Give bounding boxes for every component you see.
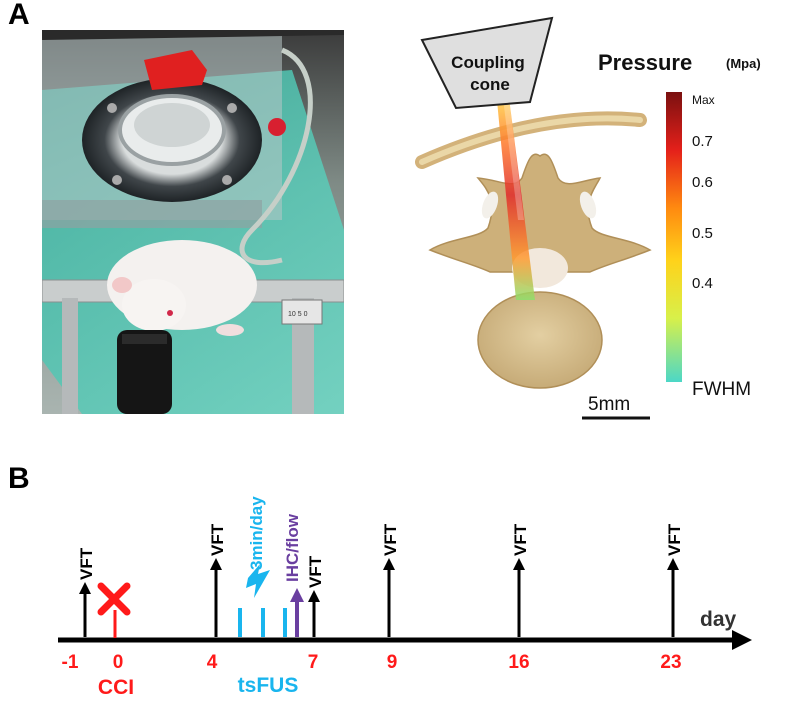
cci-cross-icon	[97, 582, 131, 616]
vft-arrow-day-minus1: VFT	[77, 547, 96, 637]
pressure-colorbar	[666, 92, 682, 382]
ruler-text: 10 5 0	[288, 311, 308, 318]
tick-label-day-23: 23	[660, 652, 681, 673]
vft-label: VFT	[665, 523, 684, 556]
tick-label-day-9: 9	[387, 652, 398, 673]
vft-arrow-day-4: VFT	[208, 523, 227, 637]
ihc-arrowhead	[290, 588, 304, 602]
coupling-cone	[420, 16, 554, 110]
ihc-flow-label: IHC/flow	[283, 513, 302, 582]
cci-label: CCI	[98, 676, 134, 699]
pressure-title: Pressure	[598, 50, 692, 75]
tick-label-day-0: 0	[113, 652, 124, 673]
tick-label-day-7: 7	[308, 652, 319, 673]
scale-bar-label: 5mm	[588, 394, 630, 415]
tick-label-day-minus1: -1	[62, 652, 79, 673]
tick-label-day-16: 16	[508, 652, 529, 673]
panel-b-label: B	[8, 462, 30, 495]
vft-label: VFT	[511, 523, 530, 556]
timeline-figure: day -1 0 4 7 9 16 23 CCI tsFUS 3min/day …	[0, 440, 787, 701]
vft-label: VFT	[381, 523, 400, 556]
ultrasound-schematic: Coupling cone Pressure (Mpa) Max 0.7 0.6…	[410, 10, 780, 430]
vft-arrow-day-23: VFT	[665, 523, 684, 637]
experimental-setup-photo: 10 5 0	[42, 30, 344, 414]
tsfus-label: tsFUS	[238, 674, 299, 697]
vft-label: VFT	[306, 555, 325, 588]
cone-label-line1: Coupling	[451, 53, 525, 72]
tick-label-day-4: 4	[207, 652, 218, 673]
cone-label-line2: cone	[470, 75, 510, 94]
vertebra-illustration	[428, 153, 652, 389]
colorbar-tick-0.5: 0.5	[692, 225, 713, 242]
ultrasound-beam	[496, 90, 535, 300]
timeline-arrowhead	[732, 630, 752, 650]
vft-arrow-day-16: VFT	[511, 523, 530, 637]
vft-label: VFT	[208, 523, 227, 556]
colorbar-tick-0.4: 0.4	[692, 275, 713, 292]
colorbar-bottom-label: FWHM	[692, 379, 751, 400]
colorbar-tick-0.7: 0.7	[692, 133, 713, 150]
vft-label: VFT	[77, 547, 96, 580]
vft-arrow-day-7: VFT	[306, 555, 325, 637]
pressure-unit: (Mpa)	[726, 56, 761, 71]
colorbar-tick-max: Max	[692, 93, 715, 107]
tsfus-dose-label: 3min/day	[247, 496, 266, 570]
colorbar-tick-0.6: 0.6	[692, 174, 713, 191]
lightning-icon	[246, 564, 270, 598]
timeline-axis-label: day	[700, 608, 737, 631]
vft-arrow-day-9: VFT	[381, 523, 400, 637]
panel-a-label: A	[8, 0, 30, 31]
